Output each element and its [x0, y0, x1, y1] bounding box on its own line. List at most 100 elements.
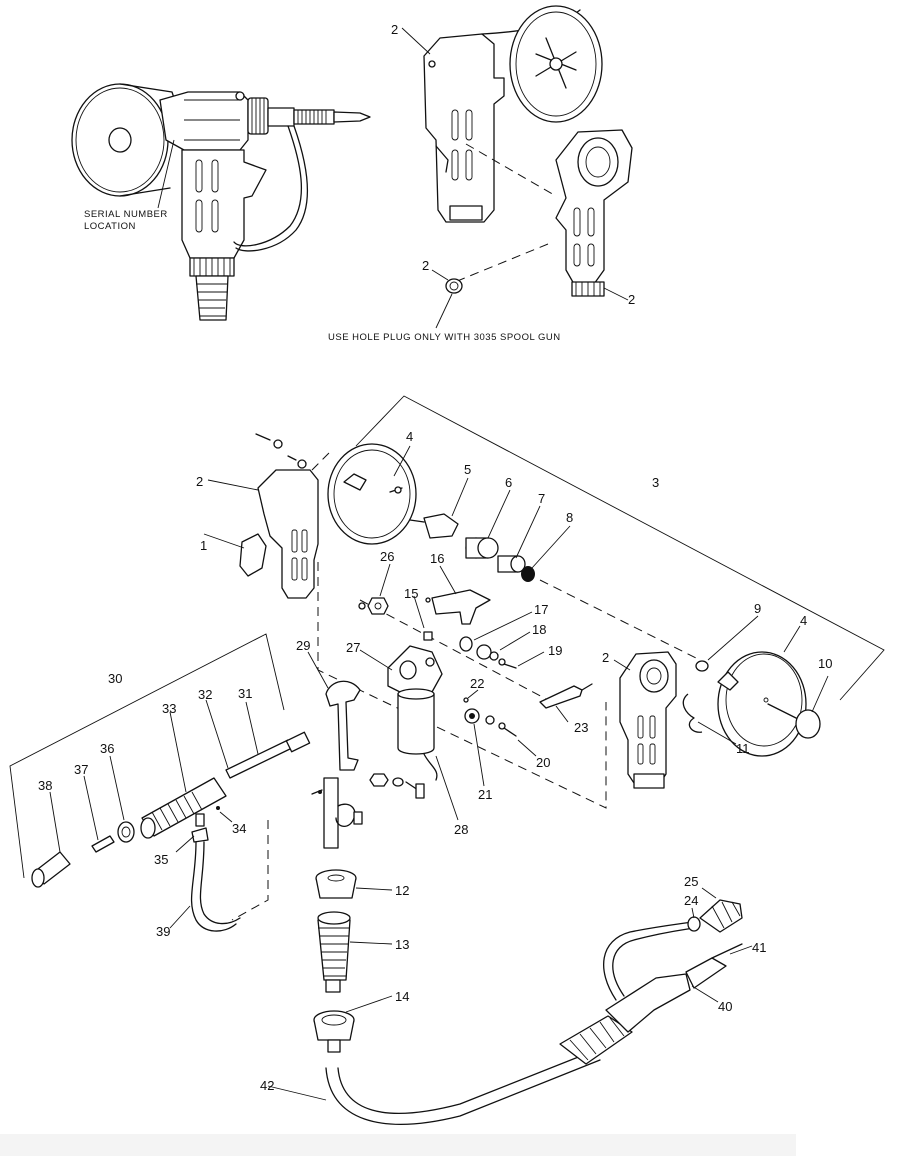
callout-5: 5	[464, 462, 471, 477]
callout-2-right: 2	[602, 650, 609, 665]
callout-9: 9	[754, 601, 761, 616]
callout-21: 21	[478, 787, 492, 802]
serial-number-caption-line2: LOCATION	[84, 221, 136, 232]
callout-18: 18	[532, 622, 546, 637]
callout-7: 7	[538, 491, 545, 506]
part-7-bushing	[497, 505, 541, 573]
callout-8: 8	[566, 510, 573, 525]
part-20-screw	[485, 715, 537, 757]
part-12-grommet	[315, 869, 393, 899]
part-19-screw	[498, 651, 545, 669]
callout-41: 41	[752, 940, 766, 955]
callout-10: 10	[818, 656, 832, 671]
callout-38: 38	[38, 778, 52, 793]
part-4-spool-cup-lower	[717, 625, 807, 757]
callout-top-2b: 2	[422, 258, 429, 273]
callout-27: 27	[346, 640, 360, 655]
callout-20: 20	[536, 755, 550, 770]
callout-23: 23	[574, 720, 588, 735]
callout-19: 19	[548, 643, 562, 658]
callout-2: 2	[196, 474, 203, 489]
part-39-gas-hose	[169, 841, 241, 932]
part-2-right-housing	[613, 651, 677, 789]
part-25-plug	[699, 887, 743, 933]
part-34-screw	[216, 806, 233, 823]
callout-42: 42	[260, 1078, 274, 1093]
part-22-set-screw	[463, 689, 479, 703]
part-1-trigger	[203, 533, 267, 577]
callout-40: 40	[718, 999, 732, 1014]
callout-32: 32	[198, 687, 212, 702]
part-35-fitting	[175, 813, 209, 853]
callout-12: 12	[395, 883, 409, 898]
callout-39: 39	[156, 924, 170, 939]
hole-plug-caption: USE HOLE PLUG ONLY WITH 3035 SPOOL GUN	[328, 332, 561, 343]
callout-37: 37	[74, 762, 88, 777]
bracket-item-30	[9, 633, 285, 879]
part-14-ferrule-nut	[313, 995, 393, 1041]
callout-36: 36	[100, 741, 114, 756]
part-40-torch-body	[605, 943, 743, 1033]
part-28-motor	[397, 688, 459, 821]
part-38-nozzle	[31, 791, 71, 888]
part-9-washer	[695, 615, 759, 672]
part-27-drive-assembly	[359, 645, 443, 695]
part-42-cable	[267, 1015, 633, 1125]
callout-17: 17	[534, 602, 548, 617]
part-36-diffuser	[109, 755, 135, 843]
callout-15: 15	[404, 586, 418, 601]
callout-16: 16	[430, 551, 444, 566]
part-26-nut	[358, 563, 391, 615]
bracket-item-3	[355, 395, 885, 701]
part-2-left-housing	[207, 433, 331, 599]
part-10-knob	[767, 675, 829, 739]
assembled-spool-gun	[71, 83, 371, 321]
callout-30: 30	[108, 671, 122, 686]
callout-35: 35	[154, 852, 168, 867]
part-13-strain-relief	[317, 911, 393, 993]
part-21-drive-roll	[464, 708, 485, 787]
part-31-liner	[225, 701, 311, 779]
callout-33: 33	[162, 701, 176, 716]
part-16-bracket	[425, 565, 491, 625]
callout-25: 25	[684, 874, 698, 889]
part-17-roller	[459, 611, 533, 652]
callout-11: 11	[736, 741, 750, 756]
callout-6: 6	[505, 475, 512, 490]
part-11-clip	[682, 693, 737, 745]
control-cable-loop	[602, 921, 695, 1001]
serial-number-caption-line1: SERIAL NUMBER	[84, 209, 168, 220]
callout-34: 34	[232, 821, 246, 836]
part-23-wire-guide	[539, 683, 593, 723]
part-4-spool-cup-upper	[327, 443, 417, 545]
part-33-barrel-housing	[140, 711, 227, 839]
part-37-contact-tip	[83, 775, 115, 853]
callout-28: 28	[454, 822, 468, 837]
callout-4: 4	[406, 429, 413, 444]
callout-29: 29	[296, 638, 310, 653]
callout-3: 3	[652, 475, 659, 490]
part-29-bracket	[307, 651, 425, 799]
part-41-tip	[729, 945, 753, 955]
callout-1: 1	[200, 538, 207, 553]
callout-24: 24	[684, 893, 698, 908]
footer-strip	[0, 1134, 796, 1156]
callout-31: 31	[238, 686, 252, 701]
callout-26: 26	[380, 549, 394, 564]
callout-top-2a: 2	[391, 22, 398, 37]
part-8-spring	[521, 525, 571, 582]
part-32-neck	[205, 699, 229, 769]
part-24-connector	[687, 907, 701, 932]
callout-22: 22	[470, 676, 484, 691]
part-18-bearing	[476, 631, 531, 661]
control-leads	[311, 777, 363, 849]
exploded-handle-halves	[401, 5, 633, 329]
part-6-spacer	[465, 489, 511, 559]
callout-4-lower: 4	[800, 613, 807, 628]
callout-top-2c: 2	[628, 292, 635, 307]
callout-13: 13	[395, 937, 409, 952]
part-15-screw	[413, 595, 433, 641]
part-5-spindle	[409, 477, 469, 539]
callout-14: 14	[395, 989, 409, 1004]
